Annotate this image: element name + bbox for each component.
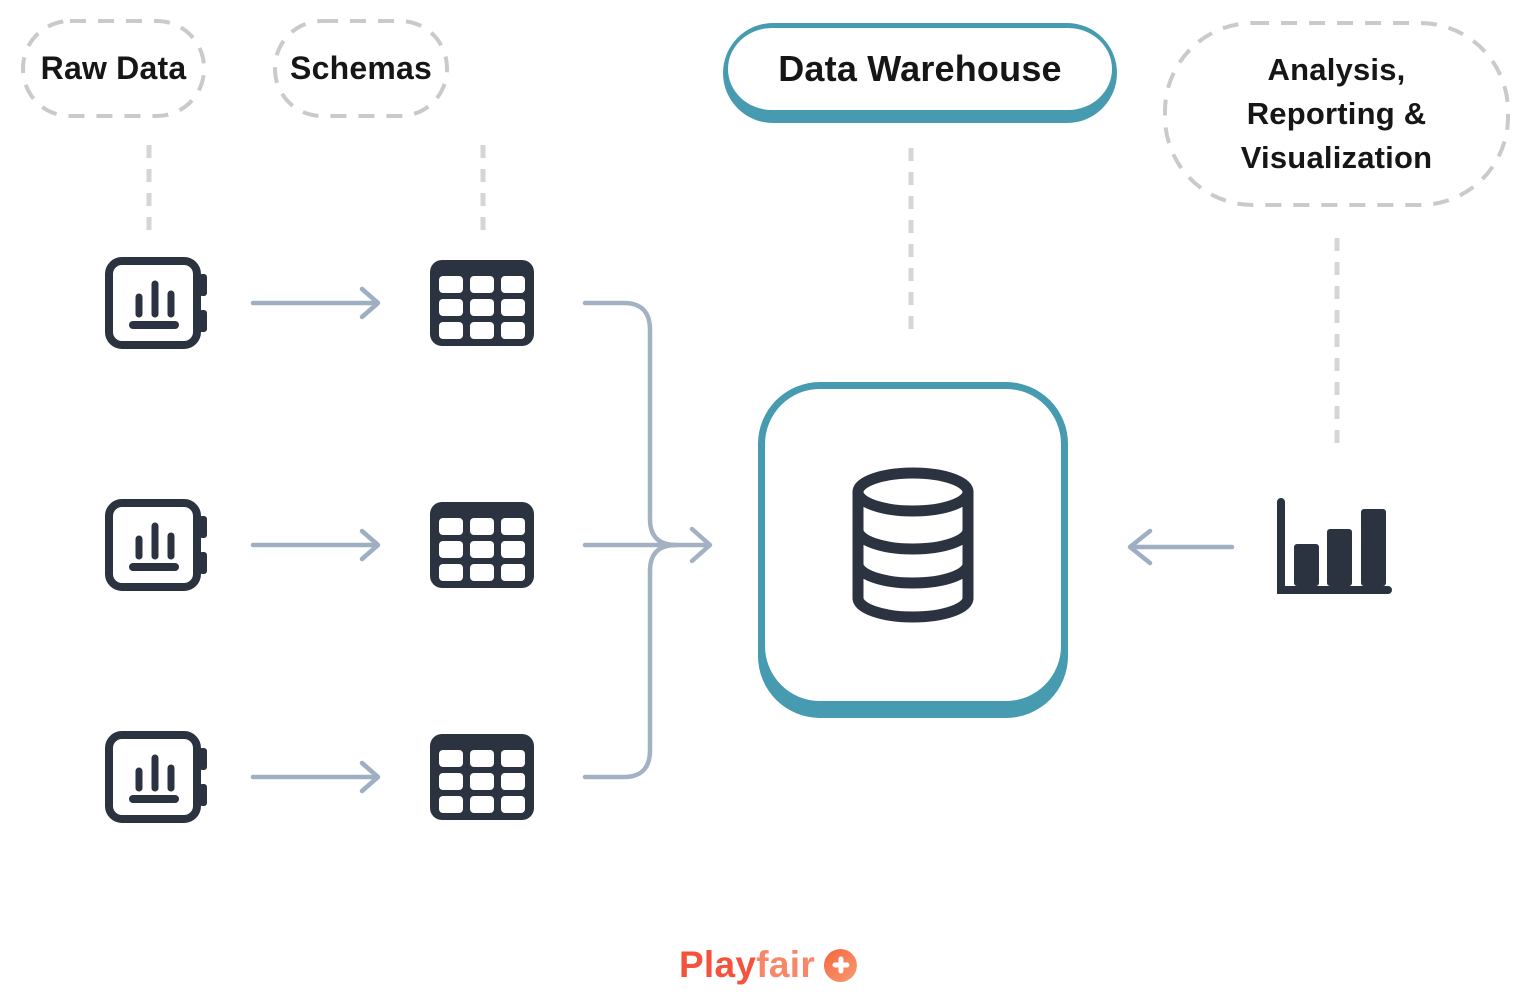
analysis-bubble bbox=[1163, 21, 1510, 207]
schemas-label: Schemas bbox=[290, 50, 432, 86]
table-grid-icon-2 bbox=[430, 502, 534, 588]
raw-data-label: Raw Data bbox=[40, 50, 187, 86]
analysis-label-line-2: Reporting & bbox=[1246, 95, 1427, 131]
schemas-merge-connector bbox=[582, 300, 713, 780]
arrow-raw-to-schema-3 bbox=[250, 760, 381, 794]
bar-chart-icon bbox=[1277, 498, 1392, 594]
arrow-chart-to-warehouse bbox=[1127, 528, 1235, 566]
schemas-bubble bbox=[273, 19, 449, 118]
arrow-raw-to-schema-1 bbox=[250, 286, 381, 320]
analysis-label-line-3: Visualization bbox=[1240, 140, 1433, 175]
raw-data-device-icon-2 bbox=[109, 503, 207, 587]
table-grid-icon-1 bbox=[430, 260, 534, 346]
raw-data-device-icon-1 bbox=[109, 261, 207, 345]
data-warehouse-bubble bbox=[723, 23, 1117, 123]
plus-icon bbox=[824, 948, 858, 982]
data-warehouse-label: Data Warehouse bbox=[778, 48, 1062, 89]
logo-text-left: Play bbox=[678, 944, 757, 985]
analysis-label: Analysis, Reporting & Visualization bbox=[1165, 23, 1508, 205]
analysis-label-line-1: Analysis, bbox=[1267, 51, 1406, 87]
arrow-raw-to-schema-2 bbox=[250, 528, 381, 562]
logo-text-right: fair bbox=[756, 944, 816, 985]
table-grid-icon-3 bbox=[430, 734, 534, 820]
raw-data-device-icon-3 bbox=[109, 735, 207, 819]
database-cylinder-icon bbox=[852, 467, 974, 623]
raw-data-bubble bbox=[21, 19, 206, 118]
